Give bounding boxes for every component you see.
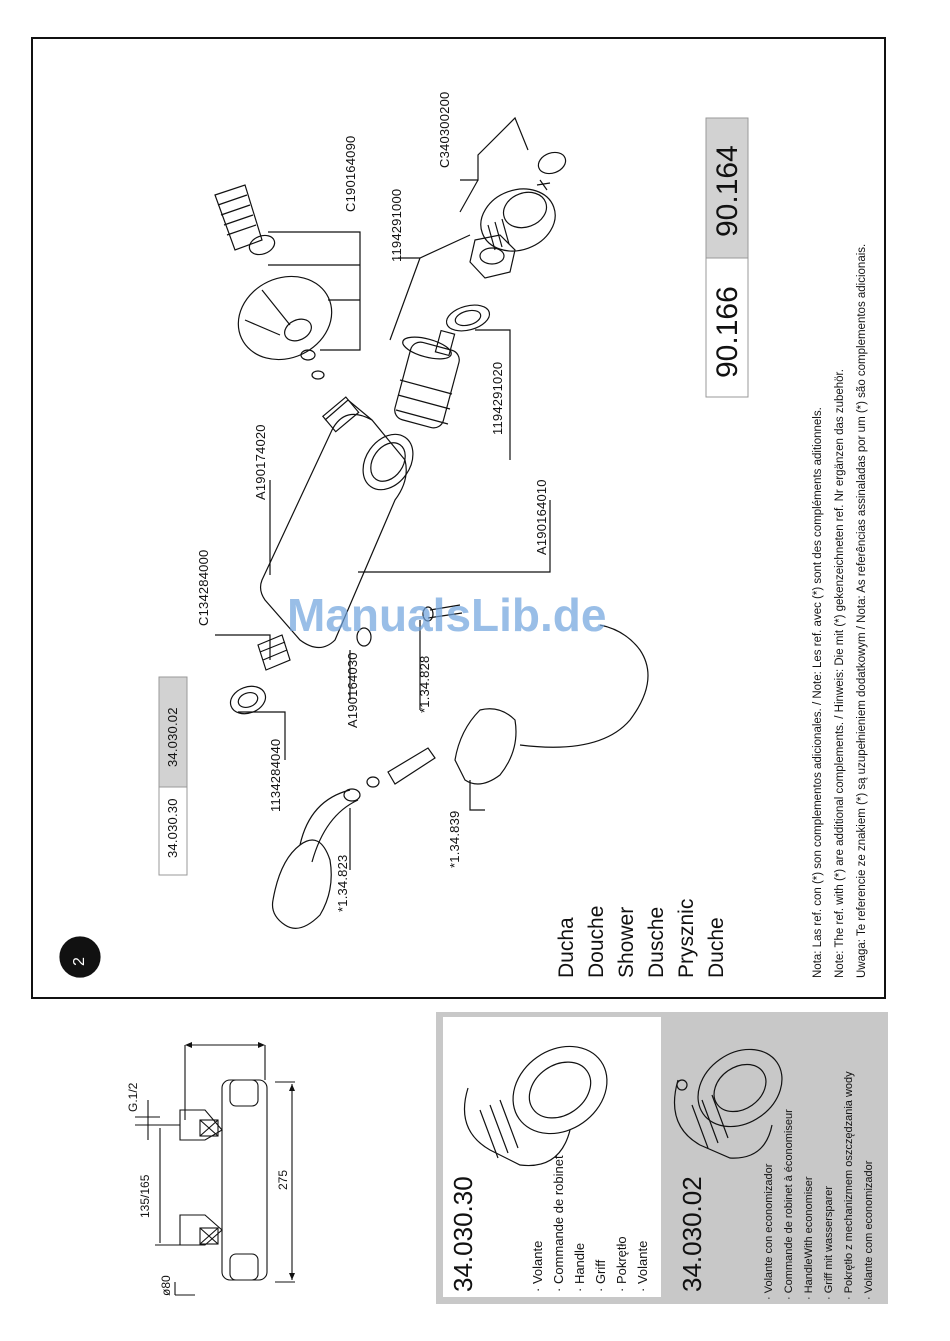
handle-code: 34.030.30 (165, 798, 180, 858)
model-number: 90.164 (711, 145, 744, 237)
product-item: · HandleWith economiser (803, 1176, 815, 1301)
note-line: Uwaga: Te referencie ze znakiem (*) są u… (856, 243, 868, 978)
inlet-fitting-top (214, 184, 276, 256)
shower-name: Ducha (555, 917, 578, 978)
handle-02-picture (673, 1048, 783, 1159)
note-line: Note: The ref. with (*) are additional c… (834, 369, 846, 978)
part-label: 1194291020 (490, 361, 505, 435)
inlet-fitting-bottom (229, 634, 291, 715)
product-code: 34.030.30 (448, 1176, 478, 1292)
dim-diameter: ø80 (159, 1275, 173, 1296)
product-item: · Handle (572, 1242, 587, 1292)
watermark: ManualsLib.de (287, 589, 607, 641)
page-number-badge (59, 936, 101, 978)
exploded-view-frame (31, 37, 886, 999)
product-item: · Volante (635, 1240, 650, 1292)
product-code: 34.030.02 (677, 1176, 707, 1292)
part-label: 1134284040 (268, 738, 283, 812)
product-item: · Griff (593, 1259, 608, 1292)
handle-code: 34.030.02 (165, 707, 180, 767)
shower-head (271, 839, 332, 929)
product-item: · Volante con economizador (763, 1163, 775, 1300)
cartridge (394, 329, 460, 429)
shower-name: Shower (615, 906, 638, 978)
model-number: 90.166 (711, 286, 744, 378)
shower-name: Duche (705, 917, 728, 978)
product-item: · Commande de robinet (551, 1155, 566, 1292)
part-label: C340300200 (437, 91, 452, 168)
part-label: *1.34.823 (335, 854, 350, 912)
product-item: · Griff mit wassersparer (823, 1185, 835, 1300)
product-item: · Volante (530, 1240, 545, 1292)
part-label: A190164030 (345, 652, 360, 728)
dim-thread: G.1/2 (126, 1082, 140, 1112)
part-label: A190164010 (534, 479, 549, 555)
handle-30-picture (463, 1045, 608, 1167)
part-label: C134284000 (196, 549, 211, 626)
handle-30-panel (443, 1017, 661, 1297)
handle-knob-exploded (480, 188, 556, 252)
product-item: · Volante com economizador (863, 1160, 875, 1300)
part-label: A190174020 (253, 424, 268, 500)
part-label: C190164090 (343, 135, 358, 212)
dimension-drawing (135, 1044, 295, 1296)
dim-spacing: 135/165 (138, 1174, 152, 1218)
shower-name: Prysznic (675, 898, 698, 978)
shower-name: Dusche (645, 906, 668, 978)
part-label: 1194291000 (389, 188, 404, 262)
dim-length: 275 (276, 1169, 290, 1190)
product-item: · Commande de robinet à économiseur (783, 1109, 795, 1300)
product-item: · Pokrętło z mechanizmem oszczędzania wo… (843, 1071, 855, 1300)
part-label: *1.34.828 (417, 655, 432, 713)
part-label: *1.34.839 (447, 810, 462, 868)
wall-bracket (454, 708, 517, 785)
note-line: Nota: Las ref. con (*) son complementos … (812, 407, 824, 978)
shower-name: Douche (585, 905, 608, 978)
product-item: · Pokrętło (614, 1236, 629, 1292)
page-number: 2 (71, 957, 88, 966)
